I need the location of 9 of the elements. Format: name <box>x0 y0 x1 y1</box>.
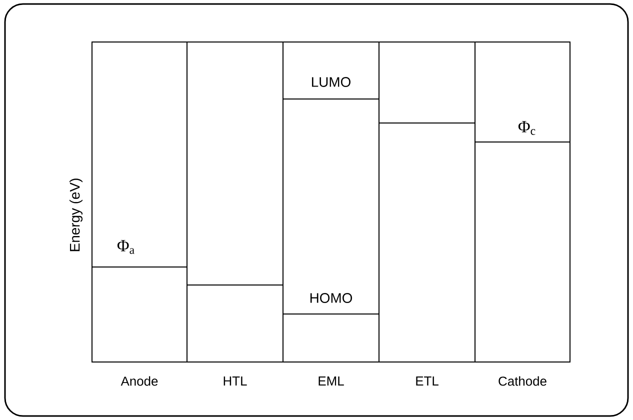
level-label: Φ$_{c}$ <box>518 121 536 135</box>
layer-label: EML <box>318 376 344 386</box>
level-label: LUMO <box>312 77 350 87</box>
layer-label: Anode <box>120 376 158 386</box>
layer-label: HTL <box>224 376 247 386</box>
level-label: HOMO <box>310 293 352 303</box>
layer-label: ETL <box>416 376 438 386</box>
level-label: Φ$_{a}$ <box>117 240 134 254</box>
layer-label: Cathode <box>498 376 546 386</box>
